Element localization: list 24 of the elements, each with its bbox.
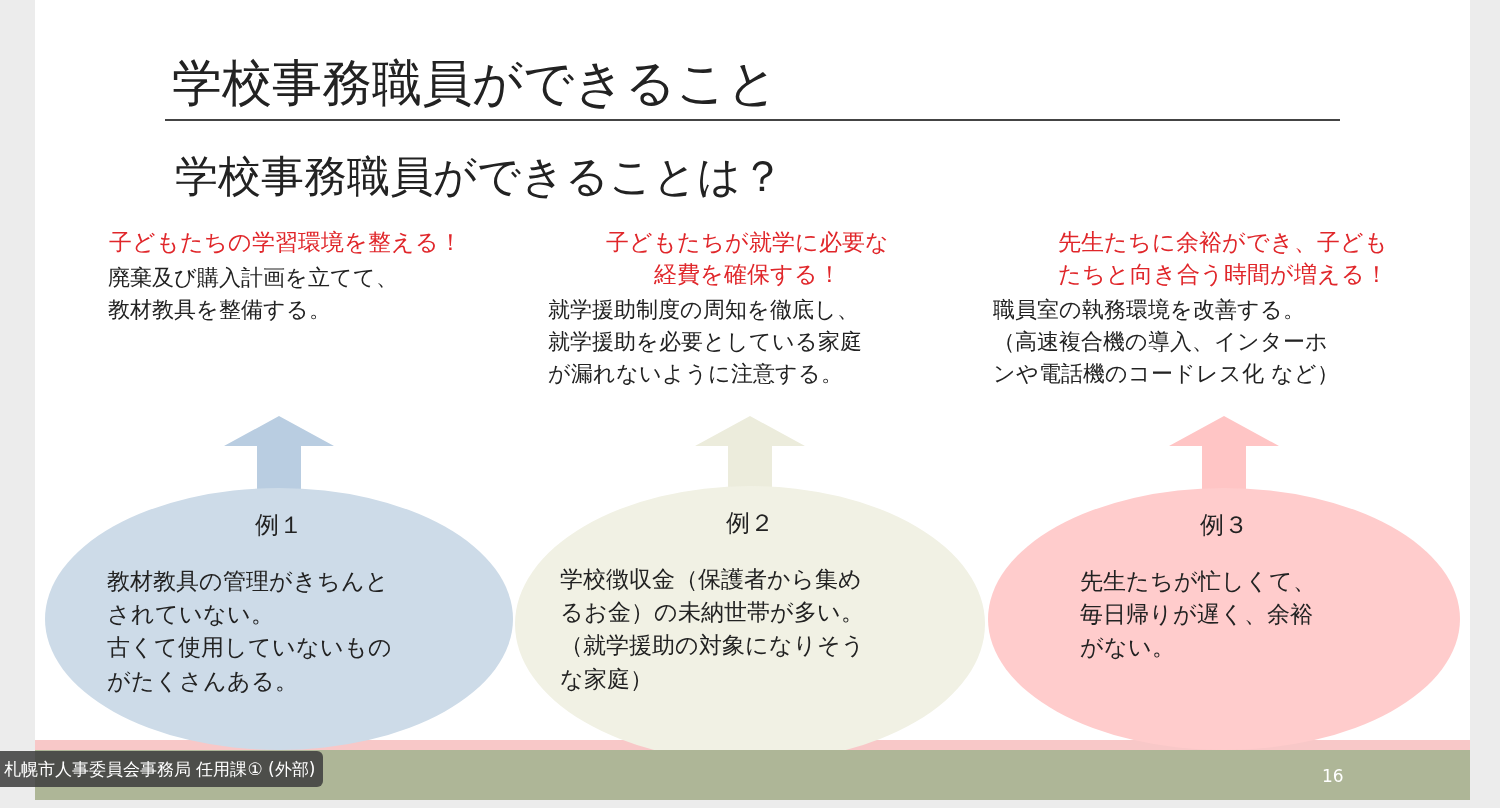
example-text: （就学援助の対象になりそうな家庭） [560, 631, 866, 694]
example-ellipse [988, 488, 1460, 750]
subtitle: 学校事務職員ができることは？ [175, 150, 784, 203]
example-heading: 例１ [254, 510, 304, 541]
participant-name-tag: 札幌市人事委員会事務局 任用課① (外部) [0, 751, 324, 787]
description-text: 職員室の執務環境を改善する。 [993, 296, 1306, 325]
description-text: 廃棄及び購入計画を立てて、教材教具を整備する。 [108, 264, 399, 325]
goal-heading: 子どもたちが就学に必要な経費を確保する！ [605, 228, 890, 290]
example-text: 教材教具の管理がきちんとされていない。 [107, 566, 390, 630]
description-text: （高速複合機の導入、インターホンや電話機のコードレス化 など） [993, 328, 1340, 389]
example-ellipse [45, 488, 513, 750]
description-text: 就学援助制度の周知を徹底し、就学援助を必要としている家庭が漏れないように注意する。 [548, 296, 863, 389]
example-text: 古くて使用していないものがたくさんある。 [107, 633, 393, 696]
example-heading: 例３ [1199, 510, 1249, 541]
page-number: 16 [1322, 766, 1344, 786]
goal-heading: 先生たちに余裕ができ、子どもたちと向き合う時間が増える！ [1056, 228, 1389, 290]
block-arrow [1169, 416, 1279, 492]
goal-heading: 子どもたちの学習環境を整える！ [107, 228, 463, 257]
block-arrow [224, 416, 334, 492]
slide-title: 学校事務職員ができること [172, 53, 778, 114]
example-text: 先生たちが忙しくて、毎日帰りが遅く、余裕がない。 [1080, 566, 1317, 663]
example-text: 学校徴収金（保護者から集めるお金）の未納世帯が多い。 [560, 564, 865, 628]
example-heading: 例２ [725, 508, 775, 539]
block-arrow [695, 416, 805, 490]
